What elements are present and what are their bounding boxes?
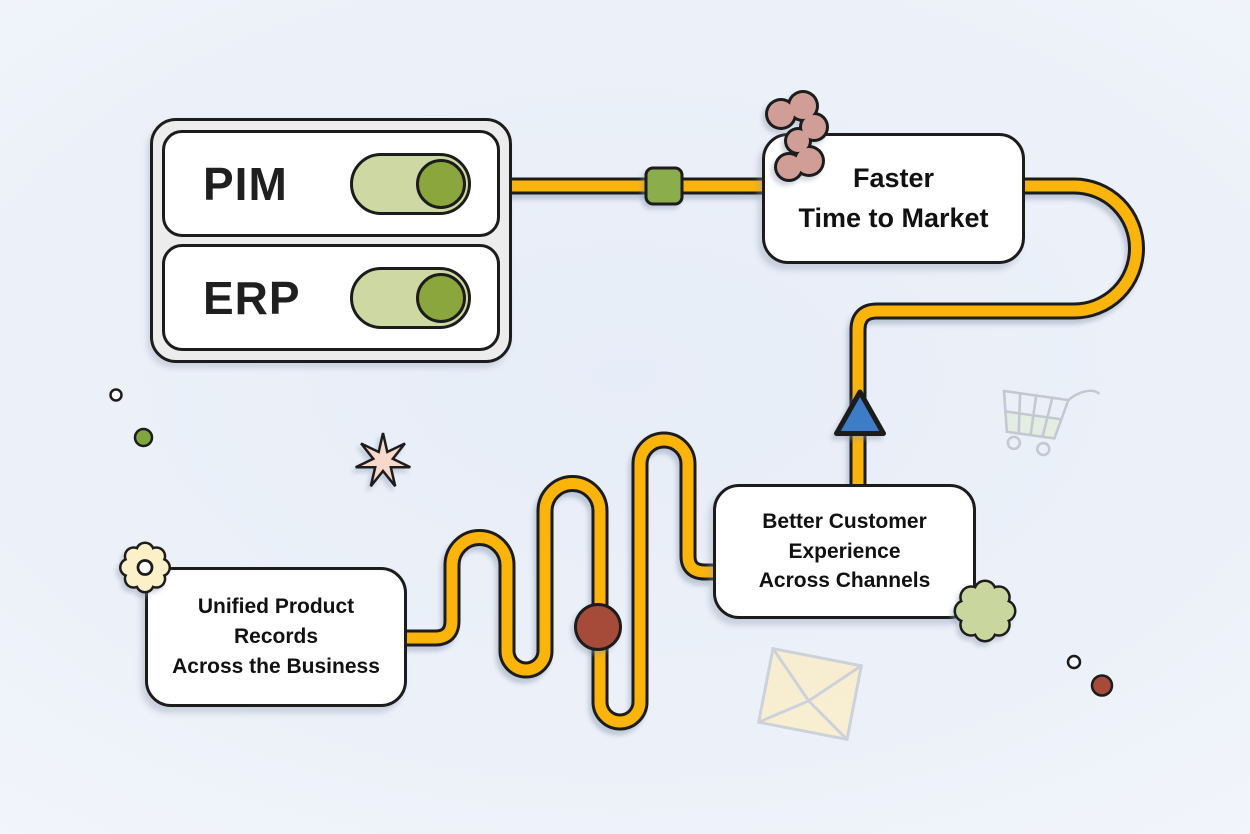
pim-toggle[interactable] [350, 152, 471, 215]
erp-label: ERP [203, 271, 301, 324]
arrow-up-icon [834, 389, 886, 436]
pim-toggle-knob [416, 158, 466, 209]
dot-white-icon [109, 388, 123, 402]
square-node-icon [644, 166, 684, 206]
benefit-line: Faster [852, 163, 935, 194]
benefit-line: Time to Market [798, 202, 989, 233]
pim-label: PIM [203, 157, 288, 210]
pipe-unified-to-better [406, 431, 714, 731]
system-row-erp: ERP [162, 244, 500, 351]
erp-toggle-knob [416, 272, 466, 323]
erp-toggle[interactable] [350, 266, 471, 329]
benefit-line: Unified Product [197, 595, 355, 619]
benefit-line: Experience [788, 539, 901, 563]
envelope-icon [756, 646, 864, 742]
star-burst-icon [355, 432, 411, 487]
benefit-line: Across Channels [758, 569, 931, 593]
system-row-pim: PIM [162, 130, 500, 237]
benefit-line: Records [233, 625, 319, 649]
benefit-line: Better Customer [762, 509, 927, 533]
circle-node-icon [574, 603, 622, 651]
dot-rust-icon [1090, 674, 1114, 697]
shopping-cart-icon [1002, 389, 1100, 457]
benefit-line: Across the Business [172, 654, 380, 678]
benefit-card-faster: Faster Time to Market [762, 133, 1025, 264]
dot-white-icon [1066, 654, 1082, 670]
benefit-card-unified: Unified Product Records Across the Busin… [145, 567, 407, 707]
benefit-card-better: Better Customer Experience Across Channe… [713, 484, 976, 619]
dot-green-icon [133, 427, 154, 448]
systems-panel: PIM ERP [150, 118, 512, 363]
